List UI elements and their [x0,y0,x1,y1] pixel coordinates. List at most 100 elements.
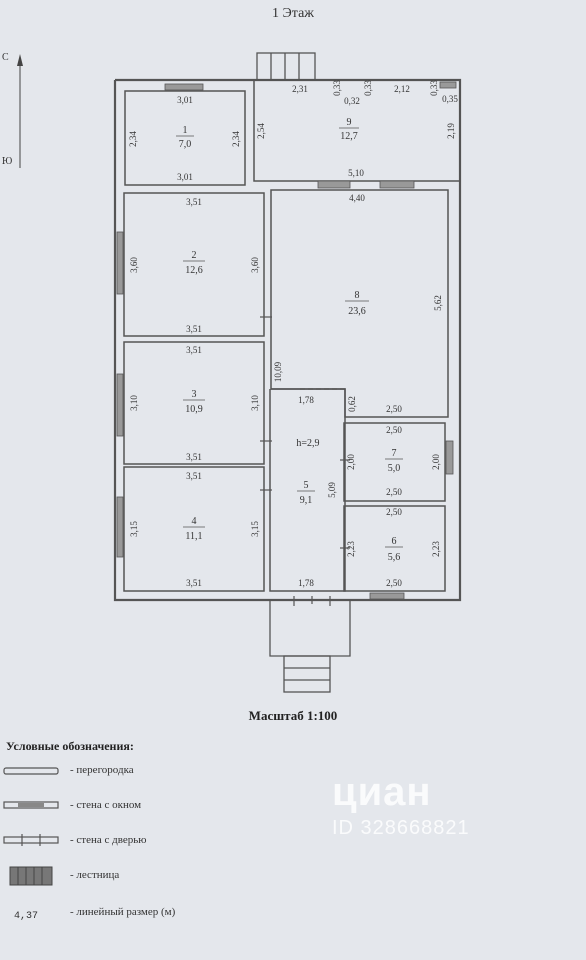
dimension-labels: 3,01 3,01 2,34 2,34 2,31 0,33 0,32 0,33 … [128,80,458,588]
dim-r3-top: 3,51 [186,345,202,355]
room-3-num: 3 [192,389,197,400]
window-room-8-b [379,180,415,189]
dim-r8-right: 5,62 [433,295,443,311]
room-4-num: 4 [192,516,197,527]
dim-r7-top: 2,50 [386,425,402,435]
wall-window-icon [3,801,59,809]
dim-r1-left: 2,34 [128,131,138,147]
room-7-outline [343,422,446,502]
dim-corridor: 10,09 [273,361,283,382]
dim-r3-right: 3,10 [250,395,260,411]
room-1-outline [124,90,246,186]
room-9-num: 9 [347,117,352,128]
partition-icon [3,767,59,775]
dim-r9-right: 2,19 [446,123,456,139]
stairs-icon [9,866,53,886]
room-5-area: 9,1 [300,495,313,506]
room-1-area: 7,0 [179,139,192,150]
plan-scale: Масштаб 1:100 [248,708,338,723]
dim-r6-top: 2,50 [386,507,402,517]
room-6-num: 6 [392,536,397,547]
dim-r6-bottom: 2,50 [386,578,402,588]
dim-r9-e: 2,12 [394,84,410,94]
room-8-num: 8 [355,290,360,301]
dim-r3-left: 3,10 [129,395,139,411]
legend-item-dimension: - линейный размер (м) [70,906,176,918]
room-6-area: 5,6 [388,552,401,563]
compass-north-label: С [2,52,9,63]
room-9-area: 12,7 [340,131,358,142]
dim-r9-d: 0,33 [363,80,373,96]
room-3-area: 10,9 [185,404,203,415]
dim-r3-bottom: 3,51 [186,452,202,462]
watermark-brand: циан [332,770,432,814]
legend-item-wall-door: - стена с дверью [70,834,147,846]
room-1-num: 1 [183,125,188,136]
dim-r8-bottom: 2,50 [386,404,402,414]
dim-r9-b: 0,32 [344,96,360,106]
dim-r9-bottom: 5,10 [348,168,364,178]
dim-r7-right: 2,00 [431,454,441,470]
room-5-height: h=2,9 [296,438,319,449]
dim-r7-bottom: 2,50 [386,487,402,497]
dim-r9-c: 0,33 [332,80,342,96]
stairs-top-icon [256,52,316,81]
dim-r5-right: 5,09 [327,482,337,498]
room-outlines [123,79,461,592]
dim-r5-bottom: 1,78 [298,578,314,588]
dim-r5-gap: 0,62 [347,396,357,412]
cian-watermark: циан ID 328668821 [332,770,470,840]
porch [269,600,351,693]
room-8-area: 23,6 [348,306,366,317]
room-2-outline [123,192,265,337]
window-room-9 [439,81,457,89]
dim-r5-top: 1,78 [298,395,314,405]
floor-plan: 1 7,0 9 12,7 2 12,6 8 23,6 3 10,9 4 11,1… [17,52,462,693]
dim-r4-bottom: 3,51 [186,578,202,588]
dim-r9-g: 0,35 [442,94,458,104]
room-8-outline [270,189,449,418]
window-room-1 [164,83,204,91]
room-4-area: 11,1 [185,531,202,542]
window-room-4 [116,496,124,558]
window-room-8-a [317,180,351,189]
compass-arrow-icon [17,54,23,168]
window-room-2 [116,231,124,295]
dim-r2-right: 3,60 [250,257,260,273]
dimension-icon: 4,37 [14,911,38,922]
plan-title: 1 Этаж [272,6,314,21]
dim-r9-f: 0,33 [429,80,439,96]
stairs-bottom-icon [283,655,331,693]
dim-r2-left: 3,60 [129,257,139,273]
dim-r2-bottom: 3,51 [186,324,202,334]
dim-r2-top: 3,51 [186,197,202,207]
room-labels: 1 7,0 9 12,7 2 12,6 8 23,6 3 10,9 4 11,1… [176,117,403,563]
dim-r4-top: 3,51 [186,471,202,481]
dim-r1-right: 2,34 [231,131,241,147]
room-5-num: 5 [304,480,309,491]
dim-r1-top: 3,01 [177,95,193,105]
compass-south-label: Ю [2,156,13,167]
room-2-area: 12,6 [185,265,203,276]
room-9-outline [253,79,461,182]
dim-r9-left: 2,54 [256,123,266,139]
legend-title: Условные обозначения: [6,739,134,753]
wall-door-icon [3,834,59,846]
exterior-walls [113,78,462,602]
dim-r4-left: 3,15 [129,521,139,537]
watermark-id: ID 328668821 [332,817,470,839]
dim-r1-bottom: 3,01 [177,172,193,182]
window-room-7 [445,440,454,475]
dim-r4-right: 3,15 [250,521,260,537]
legend-item-wall-window: - стена с окном [70,799,142,811]
dim-r9-a: 2,31 [292,84,308,94]
room-3-outline [123,341,265,465]
room-7-num: 7 [392,448,397,459]
window-room-3 [116,373,124,437]
room-7-area: 5,0 [388,463,401,474]
doors [260,316,350,606]
dim-r6-right: 2,23 [431,541,441,557]
legend-item-stairs: - лестница [70,869,120,881]
legend-icons: 4,37 [3,767,59,922]
